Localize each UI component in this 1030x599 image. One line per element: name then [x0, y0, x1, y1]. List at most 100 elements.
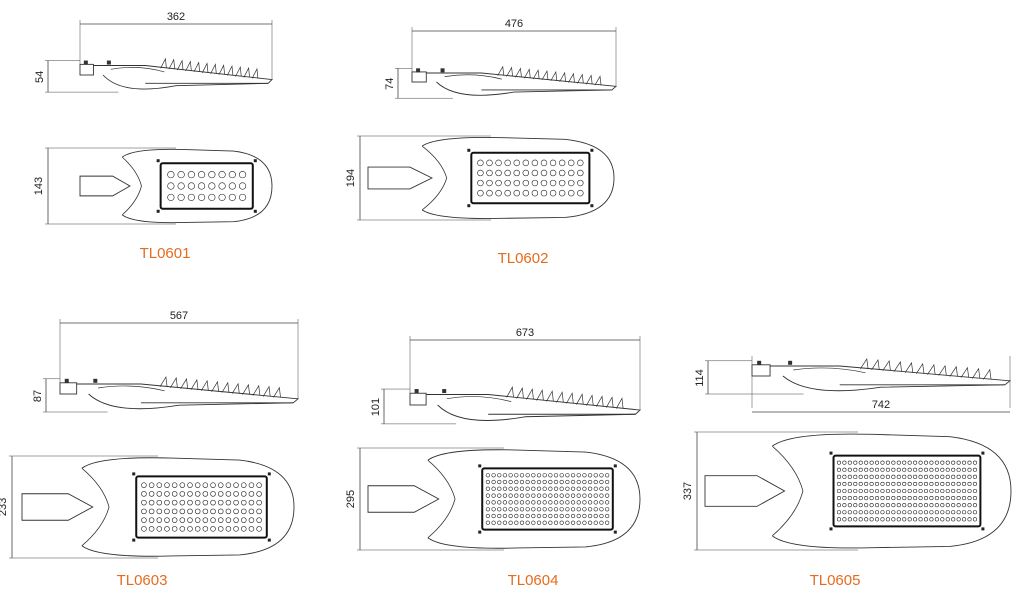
cooling-fin: [210, 63, 217, 74]
led-chip: [853, 488, 858, 494]
led-chip: [880, 488, 885, 494]
led-chip: [918, 517, 923, 522]
housing-belly: [88, 393, 294, 410]
led-chip: [599, 473, 604, 478]
led-chip: [587, 473, 593, 478]
led-chip: [559, 473, 564, 478]
led-chip: [171, 482, 178, 488]
led-chip: [248, 499, 255, 506]
cooling-fin: [938, 364, 947, 376]
pole-spigot: [409, 392, 427, 406]
led-chip: [853, 467, 858, 472]
led-chip: [248, 482, 255, 488]
led-chip: [194, 508, 201, 515]
led-chip: [858, 496, 863, 501]
led-chip: [907, 517, 912, 522]
led-chip: [514, 493, 519, 498]
led-chip: [194, 499, 201, 506]
led-chip: [918, 481, 923, 486]
led-chip: [940, 467, 945, 472]
led-chip: [913, 510, 918, 515]
led-chip: [880, 496, 885, 501]
led-chip: [962, 517, 967, 522]
led-chip: [570, 500, 576, 505]
led-chip: [548, 507, 553, 512]
led-chip: [241, 491, 247, 497]
led-module: [132, 472, 271, 542]
cooling-fin: [904, 361, 914, 373]
cooling-fin: [860, 358, 869, 369]
led-chip: [495, 159, 502, 167]
led-chip: [940, 510, 945, 515]
led-chip: [179, 508, 186, 515]
led-chip: [164, 499, 170, 506]
led-chip: [864, 460, 869, 465]
led-chip: [202, 508, 209, 515]
led-chip: [525, 493, 530, 498]
led-chip: [891, 503, 896, 508]
led-chip: [164, 482, 170, 488]
led-chip: [238, 171, 247, 179]
bolt: [788, 360, 793, 365]
led-chip: [218, 182, 226, 190]
cooling-fin: [568, 72, 575, 83]
led-chip: [945, 510, 950, 515]
led-chip: [940, 460, 945, 465]
led-chip: [519, 479, 525, 485]
led-chip: [874, 488, 880, 494]
led-chip: [210, 499, 216, 506]
led-chip: [836, 488, 842, 494]
led-chip: [951, 496, 956, 501]
led-chip: [587, 493, 593, 498]
led-chip: [565, 500, 570, 505]
led-chip: [559, 513, 564, 519]
led-chip: [519, 500, 525, 505]
led-chip: [956, 517, 961, 522]
led-chip: [491, 507, 496, 512]
led-chip: [513, 169, 520, 177]
led-chip: [929, 503, 934, 508]
led-chip: [869, 488, 874, 494]
screw: [981, 451, 985, 455]
led-chip: [177, 193, 185, 201]
led-chip: [485, 507, 491, 512]
neck-curve: [772, 445, 804, 537]
led-chip: [972, 517, 978, 522]
led-chip: [248, 517, 255, 523]
led-chip: [929, 481, 934, 486]
led-chip: [485, 473, 491, 478]
led-chip: [880, 481, 885, 486]
led-chip: [929, 510, 934, 515]
led-chip: [502, 507, 508, 512]
led-chip: [156, 526, 163, 532]
led-chip: [869, 460, 874, 465]
led-chip: [179, 491, 186, 497]
cooling-fin: [211, 380, 220, 392]
led-chip: [217, 517, 224, 523]
led-chip: [536, 479, 542, 485]
led-chip: [869, 474, 874, 479]
cooling-fin: [971, 367, 981, 379]
led-chip: [858, 503, 863, 508]
led-chip: [171, 508, 178, 515]
led-chip: [171, 491, 178, 497]
housing-detail: [446, 396, 512, 402]
led-chip: [577, 169, 584, 177]
led-chip: [148, 508, 155, 515]
cooling-fin: [615, 397, 624, 409]
led-chip: [599, 507, 604, 512]
bolt: [64, 378, 69, 383]
cooling-fin: [523, 68, 531, 79]
led-chip: [842, 488, 847, 494]
housing-belly: [102, 74, 269, 90]
cooling-fin: [243, 66, 250, 78]
led-chip: [194, 517, 201, 523]
led-chip: [956, 467, 961, 472]
led-chip: [847, 488, 852, 494]
led-module-frame: [159, 162, 254, 210]
housing-belly: [437, 404, 636, 421]
led-chip: [497, 486, 502, 491]
led-chip: [536, 486, 542, 491]
led-chip: [605, 493, 610, 498]
led-chip: [858, 517, 863, 522]
